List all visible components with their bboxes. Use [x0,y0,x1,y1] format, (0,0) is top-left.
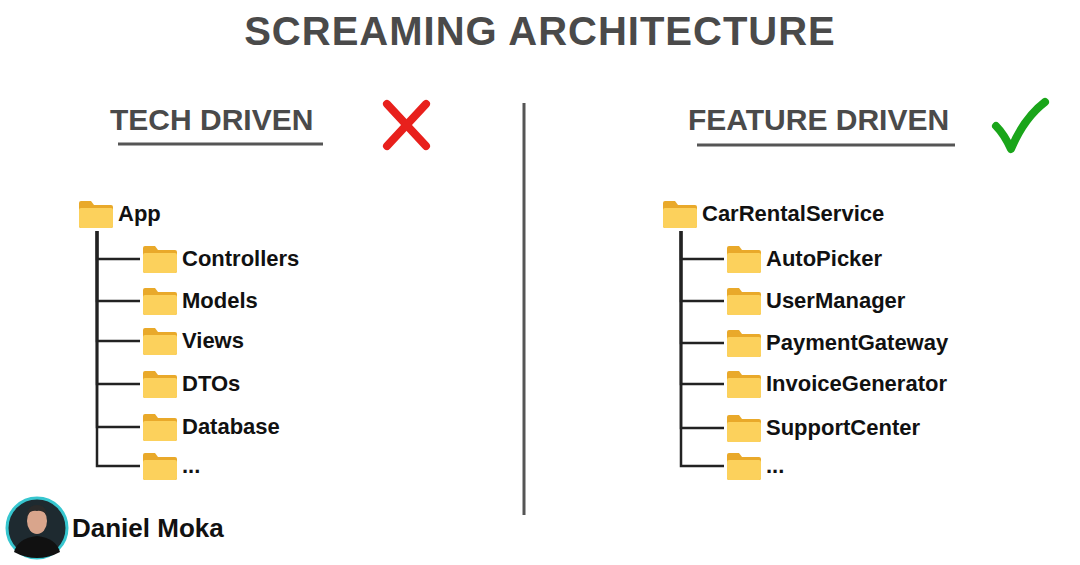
folder-icon [726,451,762,481]
folder-name: Models [182,287,258,315]
folder-icon [726,244,762,274]
folder-back [143,288,177,315]
folder-back [143,371,177,398]
folder-name: UserManager [766,287,905,315]
root-folder: App [78,198,161,230]
section-heading: FEATURE DRIVEN [688,103,949,137]
folder-icon [726,286,762,316]
folder-name: AutoPicker [766,245,882,273]
folder-name: Controllers [182,245,299,273]
folder-back [143,328,177,355]
folder-front [727,460,761,480]
folder-name: DTOs [182,370,240,398]
folder-front [727,422,761,442]
folder-icon [142,326,178,356]
heading-underline [697,144,955,147]
folder-front [727,337,761,357]
folder-item: PaymentGateway [726,327,948,359]
folder-icon [662,199,698,229]
folder-front [143,295,177,315]
folder-item: SupportCenter [726,412,920,444]
folder-front [143,378,177,398]
folder-front [143,460,177,480]
folder-item: AutoPicker [726,243,882,275]
cross-mark [387,104,426,146]
folder-name: Database [182,413,280,441]
folder-icon [726,369,762,399]
tree-connector [97,231,140,384]
tree-connector [681,231,724,259]
folder-back [727,415,761,442]
folder-icon [726,328,762,358]
author-name: Daniel Moka [72,513,224,543]
folder-name: ... [766,452,784,480]
folder-item: DTOs [142,368,240,400]
folder-item: ... [142,450,200,482]
tree-connector [681,231,724,428]
folder-front [143,253,177,273]
author-avatar [7,498,67,558]
folder-icon [142,369,178,399]
folder-icon [142,244,178,274]
folder-name: CarRentalService [702,200,884,228]
folder-item: UserManager [726,285,905,317]
folder-name: ... [182,452,200,480]
folder-back [663,201,697,228]
folder-back [143,246,177,273]
folder-front [727,295,761,315]
folder-item: Database [142,411,280,443]
tree-connector [681,231,724,301]
folder-front [143,421,177,441]
folder-front [727,378,761,398]
folder-back [143,453,177,480]
folder-item: Models [142,285,258,317]
folder-name: App [118,200,161,228]
tree-connector [97,231,140,259]
folder-front [727,253,761,273]
folder-item: Views [142,325,244,357]
folder-item: ... [726,450,784,482]
tree-connector [97,231,140,427]
divider-line [523,103,526,515]
tree-connector [97,231,140,466]
tree-connector [681,231,724,384]
folder-back [79,201,113,228]
folder-front [663,208,697,228]
folder-name: InvoiceGenerator [766,370,947,398]
folder-icon [78,199,114,229]
folder-back [727,330,761,357]
folder-item: Controllers [142,243,299,275]
folder-icon [142,412,178,442]
section-heading: TECH DRIVEN [110,103,313,137]
folder-item: InvoiceGenerator [726,368,947,400]
folder-name: SupportCenter [766,414,920,442]
tree-connector [97,231,140,341]
folder-front [79,208,113,228]
folder-name: Views [182,327,244,355]
page-title: SCREAMING ARCHITECTURE [0,8,1080,54]
folder-icon [726,413,762,443]
folder-back [727,246,761,273]
tree-connector [681,231,724,343]
folder-name: PaymentGateway [766,329,948,357]
heading-underline [118,143,323,146]
tree-connector [97,231,140,301]
check-mark [996,102,1045,149]
folder-back [143,414,177,441]
folder-back [727,371,761,398]
folder-back [727,453,761,480]
folder-icon [142,451,178,481]
folder-front [143,335,177,355]
tree-connector [681,231,724,466]
folder-back [727,288,761,315]
root-folder: CarRentalService [662,198,884,230]
folder-icon [142,286,178,316]
